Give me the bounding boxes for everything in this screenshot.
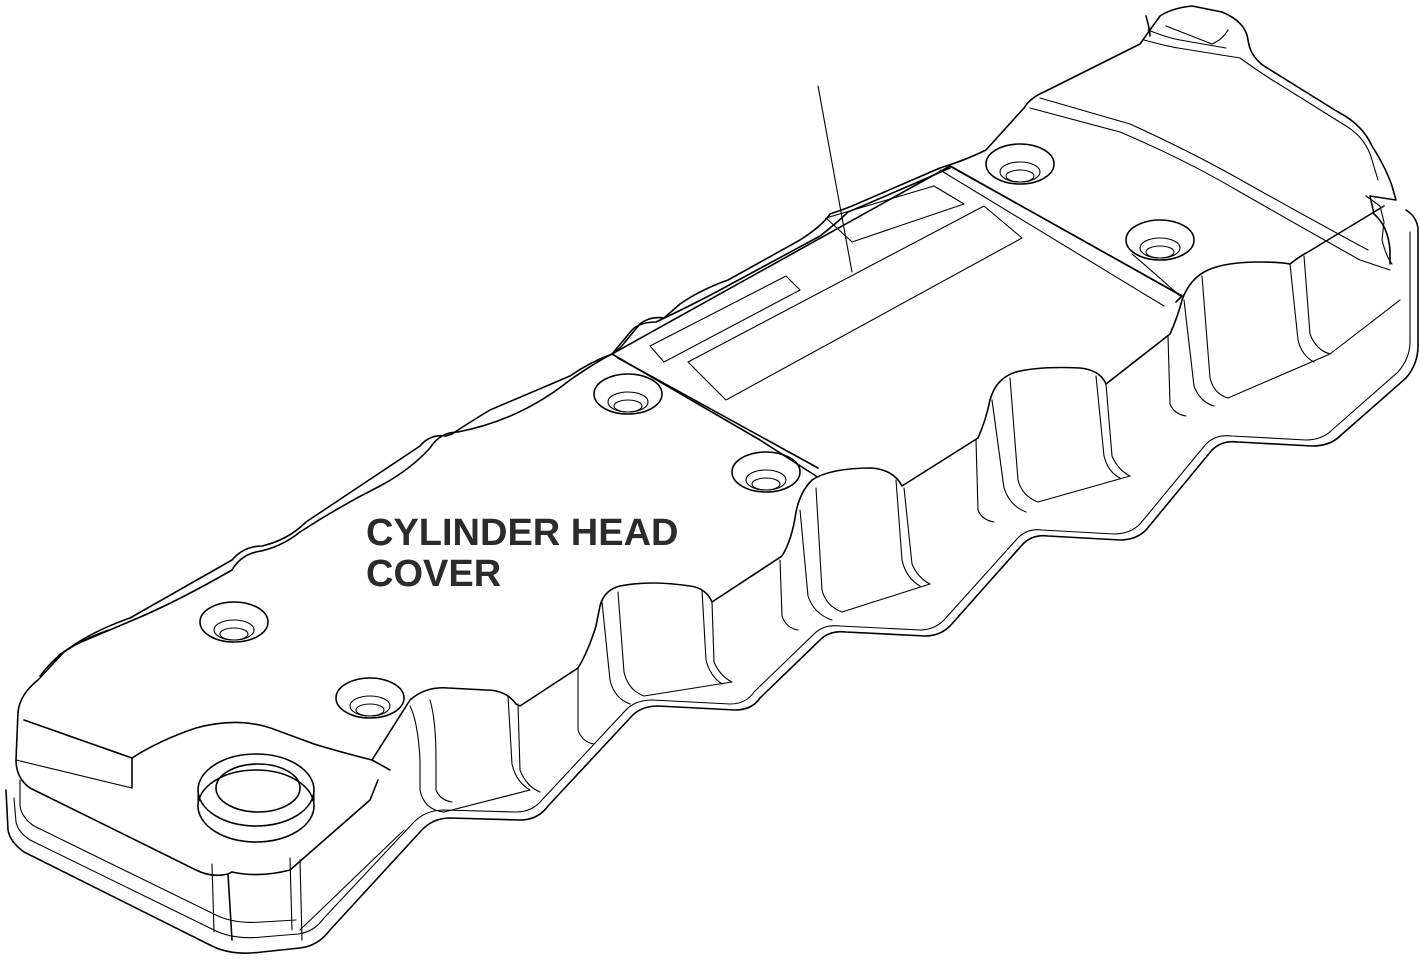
bolt-hole-6	[1125, 219, 1195, 261]
base-flange	[5, 209, 1419, 954]
label-plate	[611, 165, 1183, 477]
bolt-hole-3	[593, 373, 663, 415]
front-scallops	[299, 205, 1401, 931]
back-edge	[39, 167, 951, 677]
leader-line	[817, 85, 853, 273]
bolt-hole-2	[335, 677, 405, 719]
left-end-block	[15, 711, 391, 941]
top-surface	[17, 5, 1397, 713]
bolt-holes	[199, 143, 1195, 719]
bolt-hole-4	[731, 451, 801, 493]
right-end-cap	[1145, 15, 1393, 265]
oil-filler-port	[197, 753, 315, 843]
part-label-line2: COVER	[366, 553, 501, 595]
bolt-hole-5	[985, 143, 1055, 185]
bolt-hole-1	[199, 601, 269, 643]
part-label-line1: CYLINDER HEAD	[366, 512, 678, 554]
